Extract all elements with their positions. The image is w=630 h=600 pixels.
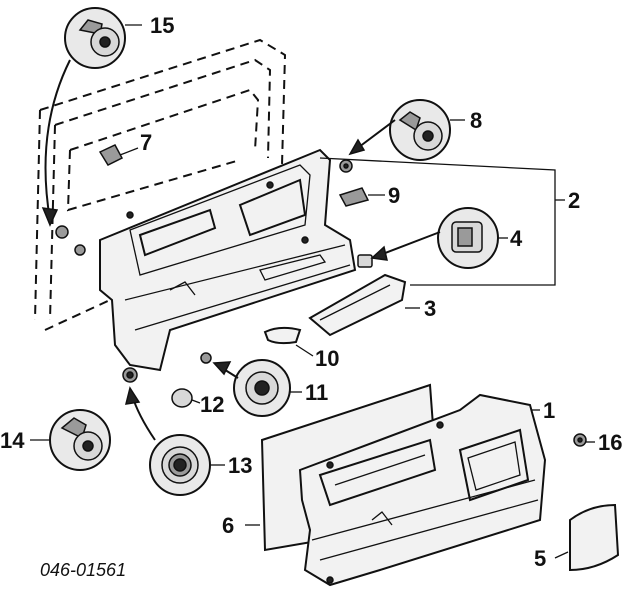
bubble-8	[389, 99, 451, 161]
cover-plate	[569, 503, 620, 572]
callout-8: 8	[470, 108, 482, 133]
callout-15: 15	[150, 13, 174, 38]
bubble-13	[149, 434, 211, 496]
callout-5: 5	[534, 546, 546, 571]
callout-7: 7	[140, 130, 152, 155]
handle-9	[338, 187, 370, 207]
callout-6: 6	[222, 513, 234, 538]
bubble-14	[49, 409, 111, 471]
diagram-id: 046-01561	[40, 560, 126, 580]
cap-12	[171, 388, 193, 408]
callout-12: 12	[200, 392, 224, 417]
callout-3: 3	[424, 296, 436, 321]
callout-9: 9	[388, 183, 400, 208]
grommet-lower	[122, 367, 138, 383]
screw-10	[200, 352, 212, 364]
rear-trim-panel	[99, 148, 357, 372]
front-trim-panel	[298, 393, 547, 587]
fastener-8-small	[339, 159, 353, 173]
screw-16	[573, 433, 587, 447]
bubble-15	[64, 7, 126, 69]
pointer-arrows	[41, 59, 441, 441]
clip-7	[98, 144, 124, 166]
bubble-4	[437, 207, 499, 269]
callout-11: 11	[305, 380, 328, 405]
door-frame-outline	[34, 38, 287, 331]
callout-16: 16	[598, 430, 622, 455]
fasteners-left	[55, 225, 86, 256]
callout-1: 1	[543, 398, 555, 423]
lower-trim-piece	[308, 273, 407, 337]
callout-10: 10	[315, 346, 339, 371]
leader-lines	[30, 24, 595, 559]
callout-4: 4	[510, 226, 523, 251]
callout-14: 14	[0, 428, 25, 453]
callout-13: 13	[228, 453, 252, 478]
bubble-11	[233, 359, 291, 417]
callout-2: 2	[568, 188, 580, 213]
retainer-4-small	[357, 254, 373, 268]
bracket-10	[263, 326, 302, 345]
